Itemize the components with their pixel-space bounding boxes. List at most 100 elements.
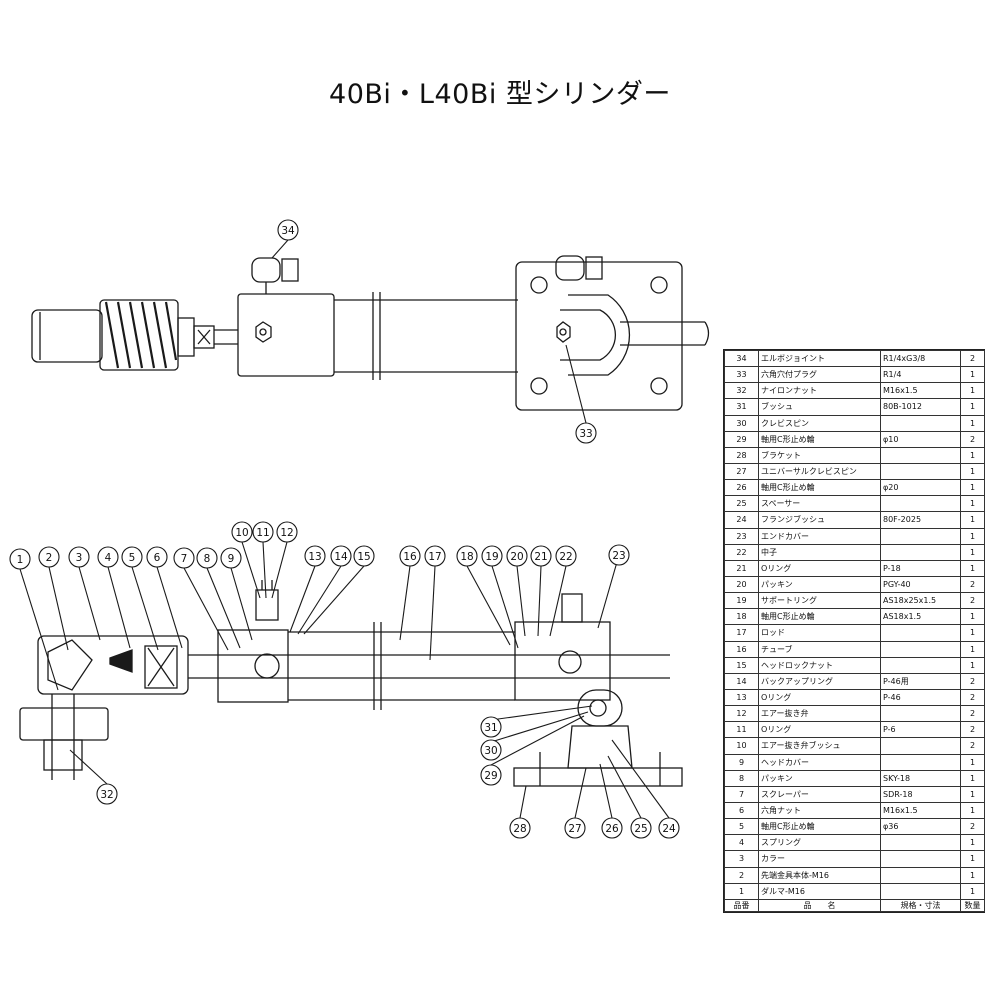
cell-qty: 1	[960, 495, 985, 513]
cell-qty: 1	[960, 850, 985, 868]
svg-text:12: 12	[280, 527, 293, 539]
cell-no: 27	[724, 462, 759, 481]
cell-no: 17	[724, 624, 759, 642]
cell-spec: φ10	[880, 430, 961, 448]
callout-16: 16	[399, 545, 421, 567]
callout-25: 25	[630, 817, 652, 839]
cell-qty: 1	[960, 866, 985, 884]
svg-text:8: 8	[204, 553, 211, 565]
cell-no: 3	[724, 850, 759, 868]
callout-23: 23	[608, 544, 630, 566]
cell-qty: 2	[960, 430, 985, 448]
callout-4: 4	[97, 546, 119, 568]
callout-1: 1	[9, 548, 31, 570]
cell-name: エルボジョイント	[758, 349, 881, 368]
cell-no: 25	[724, 495, 759, 513]
cell-name: 六角ナット	[758, 801, 881, 820]
cell-no: 12	[724, 705, 759, 723]
callout-21: 21	[530, 545, 552, 567]
svg-text:34: 34	[281, 225, 295, 237]
cell-name: 軸用C形止め輪	[758, 479, 881, 497]
svg-text:28: 28	[513, 823, 526, 835]
cell-spec: P-46	[880, 688, 961, 707]
cell-qty: 2	[960, 575, 985, 594]
svg-text:17: 17	[428, 551, 441, 563]
callout-22: 22	[555, 545, 577, 567]
cell-no: 4	[724, 834, 759, 852]
callout-7: 7	[173, 547, 195, 569]
cell-spec: P-46用	[880, 672, 961, 690]
cell-name: カラー	[758, 850, 881, 868]
svg-text:30: 30	[484, 745, 497, 757]
cell-name: 中子	[758, 543, 881, 561]
cell-spec	[880, 753, 961, 771]
callout-26: 26	[601, 817, 623, 839]
cell-spec: R1/4xG3/8	[880, 349, 961, 368]
cell-qty: 1	[960, 559, 985, 577]
cell-qty: 1	[960, 753, 985, 771]
cell-qty: 2	[960, 672, 985, 690]
cell-spec	[880, 414, 961, 432]
callout-17: 17	[424, 545, 446, 567]
callout-3: 3	[68, 546, 90, 568]
cell-spec: 80B-1012	[880, 398, 961, 416]
cell-no: 7	[724, 785, 759, 803]
cell-no: 33	[724, 366, 759, 384]
svg-text:22: 22	[559, 551, 572, 563]
cell-no: 30	[724, 414, 759, 432]
cell-qty: 1	[960, 624, 985, 642]
callout-28: 28	[509, 817, 531, 839]
cell-name: 六角穴付プラグ	[758, 366, 881, 384]
cell-name: 先端金具本体-M16	[758, 866, 881, 884]
cell-no: 1	[724, 882, 759, 901]
cell-name: エアー抜き弁ブッシュ	[758, 737, 881, 755]
cell-name: スクレーパー	[758, 785, 881, 803]
cell-name: フランジブッシュ	[758, 511, 881, 529]
cell-name: Oリング	[758, 721, 881, 739]
svg-text:13: 13	[308, 551, 321, 563]
header-spec: 規格・寸法	[880, 899, 961, 912]
cell-no: 2	[724, 866, 759, 884]
cell-no: 18	[724, 608, 759, 626]
cell-no: 29	[724, 430, 759, 448]
cell-spec: AS18x1.5	[880, 608, 961, 626]
cell-qty: 2	[960, 592, 985, 610]
cell-no: 5	[724, 818, 759, 836]
cell-name: パッキン	[758, 575, 881, 594]
cell-no: 34	[724, 349, 759, 368]
cell-qty: 2	[960, 349, 985, 368]
cell-qty: 2	[960, 818, 985, 836]
cell-spec	[880, 495, 961, 513]
cell-no: 8	[724, 769, 759, 787]
cell-spec	[880, 462, 961, 481]
header-qty: 数量	[960, 899, 985, 912]
cell-spec	[880, 640, 961, 658]
cell-qty: 1	[960, 801, 985, 820]
page-title: 40Bi・L40Bi 型シリンダー	[329, 79, 671, 110]
callout-19: 19	[481, 545, 503, 567]
cell-no: 28	[724, 446, 759, 464]
svg-text:10: 10	[235, 527, 248, 539]
callout-8: 8	[196, 547, 218, 569]
cell-spec	[880, 656, 961, 674]
cell-no: 26	[724, 479, 759, 497]
parts-table-header: 品番 品 名 規格・寸法 数量	[724, 899, 985, 912]
cell-name: サポートリング	[758, 592, 881, 610]
svg-text:21: 21	[534, 551, 547, 563]
